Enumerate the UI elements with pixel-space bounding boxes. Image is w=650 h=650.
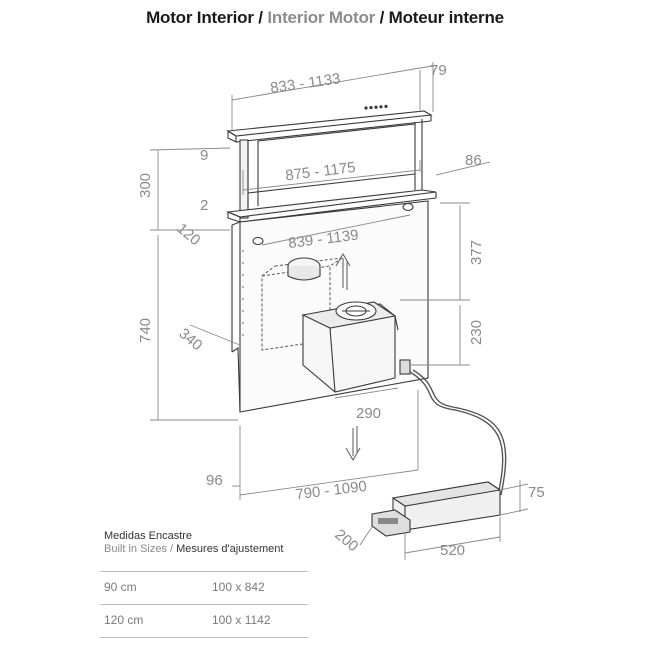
- mount-hole-left: [252, 236, 264, 246]
- table-row: 120 cm 100 x 1142: [104, 613, 304, 627]
- glass-inner-top: [257, 123, 416, 142]
- table-row: 90 cm 100 x 842: [104, 580, 304, 594]
- dim-right-depth: 86: [465, 152, 482, 169]
- top-panel-bottom-edge: [235, 120, 432, 143]
- title-separator-2: /: [375, 8, 389, 27]
- table-divider-top: [100, 571, 308, 572]
- dim-bottom-96: 96: [206, 472, 223, 489]
- table-heading-french: Mesures d'ajustement: [176, 543, 284, 555]
- table-divider-bottom: [100, 637, 308, 638]
- dim-top-depth: 79: [430, 62, 447, 79]
- table-heading-spanish: Medidas Encastre: [104, 530, 193, 542]
- title-english: Interior Motor: [267, 8, 376, 27]
- power-cable: [409, 371, 504, 496]
- title-spanish: Motor Interior: [146, 8, 254, 27]
- table-heading-english-french: Built in Sizes / Mesures d'ajustement: [104, 543, 304, 555]
- dim-inner-width: 875 - 1175: [284, 159, 356, 184]
- title-french: Moteur interne: [388, 8, 504, 27]
- dim-bottom-width: 790 - 1090: [294, 478, 367, 504]
- mount-hole-right: [402, 202, 414, 212]
- dim-height-377: 377: [468, 240, 485, 265]
- dim-glass-offset: 9: [200, 147, 208, 164]
- table-divider-middle: [100, 604, 308, 605]
- table-heading-english: Built in Sizes /: [104, 543, 177, 555]
- connector-block: [399, 359, 411, 375]
- dim-height-230: 230: [468, 320, 485, 345]
- dim-box-200: 200: [331, 526, 361, 555]
- dim-offset-2: 2: [200, 197, 208, 214]
- dim-box-520: 520: [440, 542, 465, 559]
- arrow-down-icon: [345, 426, 361, 462]
- glass-riser: [239, 139, 249, 219]
- row-size: 120 cm: [104, 613, 144, 627]
- dim-height-300: 300: [137, 173, 154, 198]
- control-buttons-icon: [364, 104, 388, 110]
- dim-depth-120: 120: [173, 220, 203, 249]
- diagram-title: Motor Interior / Interior Motor / Moteur…: [0, 8, 650, 28]
- row-value: 100 x 842: [212, 580, 265, 594]
- dim-height-740: 740: [137, 318, 154, 343]
- dimension-lines: [149, 62, 529, 560]
- row-value: 100 x 1142: [212, 613, 271, 627]
- arrow-up-icon: [335, 252, 351, 290]
- top-panel-front: [227, 130, 237, 143]
- dim-top-width: 833 - 1133: [269, 70, 341, 97]
- dim-motor-width: 290: [356, 405, 381, 422]
- row-size: 90 cm: [104, 580, 137, 594]
- built-in-sizes-table: Medidas Encastre Built in Sizes / Mesure…: [104, 530, 304, 555]
- dim-box-depth-75: 75: [528, 484, 545, 501]
- title-separator-1: /: [253, 8, 268, 27]
